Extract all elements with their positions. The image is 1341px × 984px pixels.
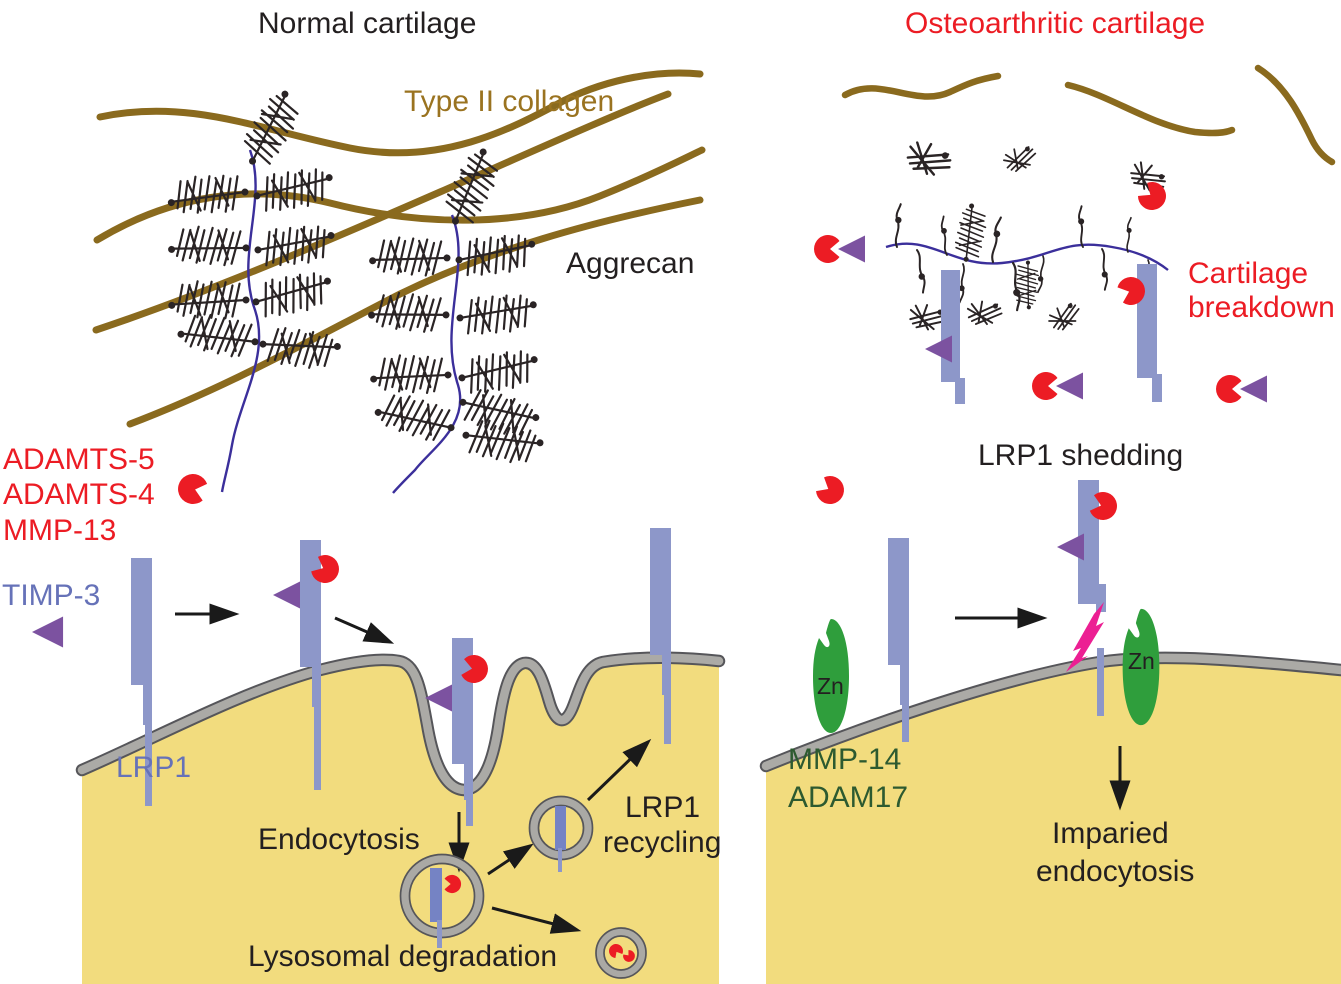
degraded-hyaluronan-chain: [885, 242, 1169, 271]
lrp1-membrane-stub: [1097, 648, 1104, 716]
normal-cartilage-matrix: [92, 69, 706, 494]
cell-cytoplasm: [82, 657, 719, 984]
impaired-label-line2: endocytosis: [1036, 855, 1194, 888]
recycling-label-line1: LRP1: [625, 791, 700, 824]
shed-lrp1-ectodomains: [925, 264, 1162, 404]
lrp1-tail: [437, 920, 442, 948]
chondrocyte-right: [759, 651, 1341, 984]
hyaluronan-chain: [392, 214, 462, 494]
plasma-membrane-inner: [761, 653, 1341, 771]
lrp1-receptor: [888, 538, 909, 742]
labels: Normal cartilage Type II collagen Aggrec…: [2, 7, 1335, 973]
recycling-label-line2: recycling: [603, 826, 721, 859]
lrp1-label: LRP1: [116, 751, 191, 784]
protease-label-adamts5: ADAMTS-5: [3, 443, 155, 476]
timp3-triangle: [1056, 372, 1083, 400]
collagen-fiber: [93, 146, 706, 244]
lrp1-receptor-recycled: [650, 528, 671, 744]
type-ii-collagen-label: Type II collagen: [404, 85, 614, 118]
endosome-with-cargo: [399, 853, 485, 948]
vesicle-sorting-arrow: [487, 843, 534, 876]
endocytosis-label: Endocytosis: [258, 823, 420, 856]
protease-pacman: [814, 235, 840, 263]
lrp1-receptor: [131, 558, 152, 806]
cartilage-breakdown-line1: Cartilage: [1188, 257, 1308, 290]
collagen-fragment: [841, 72, 1002, 100]
timp3-triangle: [273, 581, 300, 609]
lrp1-receptor-in-pit: [452, 638, 473, 826]
protease-pacman: [1216, 375, 1242, 403]
timp3-triangle: [925, 335, 952, 363]
timp3-legend-triangle: [32, 616, 64, 648]
sheddase-label-adam17: ADAM17: [788, 781, 908, 814]
collagen-fiber: [126, 196, 704, 428]
osteoarthritic-matrix: [814, 64, 1336, 404]
aggrecan-molecules: [165, 84, 547, 470]
lrp1-tail: [558, 848, 562, 872]
aggrecan-label: Aggrecan: [566, 247, 694, 280]
internalization-arrow: [334, 616, 395, 644]
collagen-fiber: [96, 69, 704, 157]
cartilage-breakdown-line2: breakdown: [1188, 291, 1335, 324]
lrp1-shedding-pathway: [813, 472, 1160, 811]
zinc-label-1: Zn: [817, 673, 844, 699]
hyaluronan-chain: [220, 149, 261, 493]
collagen-fragment: [1064, 81, 1236, 137]
cell-cytoplasm: [766, 657, 1341, 984]
timp3-label: TIMP-3: [2, 579, 100, 612]
lysosome: [595, 927, 647, 979]
lrp1-in-vesicle: [555, 806, 566, 850]
timp3-triangle: [1240, 375, 1267, 403]
protease-label-mmp13: MMP-13: [3, 514, 116, 547]
lrp1-shedding-label: LRP1 shedding: [978, 439, 1183, 472]
sheddase-label-mmp14: MMP-14: [788, 743, 901, 776]
protease-pacman: [1032, 372, 1058, 400]
left-panel-title: Normal cartilage: [258, 7, 476, 40]
lrp1-endocytosis-pathway: [131, 528, 671, 979]
right-panel-title: Osteoarthritic cartilage: [905, 7, 1205, 40]
lrp1-receptor-with-ligand: [300, 540, 321, 790]
protease-pacman: [813, 472, 850, 510]
protease-label-adamts4: ADAMTS-4: [3, 478, 155, 511]
recycling-arrow: [586, 738, 652, 802]
lrp1-in-vesicle: [430, 868, 442, 922]
recycling-vesicle: [528, 795, 594, 872]
lysosome-arrow: [491, 906, 582, 934]
collagen-fragment: [1254, 64, 1336, 166]
timp3-triangle: [1057, 533, 1084, 561]
timp3-triangle: [838, 235, 865, 263]
lysosomal-degradation-label: Lysosomal degradation: [248, 940, 557, 973]
zinc-label-2: Zn: [1128, 648, 1155, 674]
protease-legend-pacman: [174, 470, 209, 507]
impaired-label-line1: Imparied: [1052, 817, 1169, 850]
